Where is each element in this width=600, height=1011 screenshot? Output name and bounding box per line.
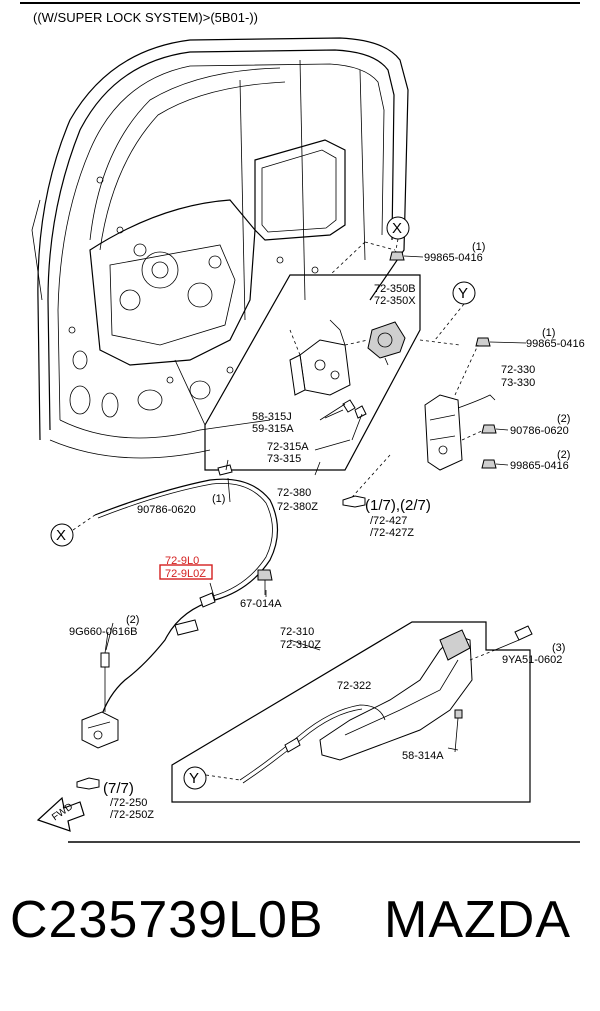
forward-arrow-icon: FWD [36, 796, 85, 832]
part-label-9G660-0616B: (2) 9G660-0616B [69, 614, 139, 638]
svg-text:99865-0416: 99865-0416 [510, 460, 569, 472]
part-label-9YA51-0602: (3) 9YA51-0602 [502, 642, 565, 666]
svg-text:Y: Y [189, 770, 199, 787]
svg-text:/72-250: /72-250 [110, 797, 147, 809]
svg-text:9YA51-0602: 9YA51-0602 [502, 654, 562, 666]
svg-text:90786-0620: 90786-0620 [137, 504, 196, 516]
front-lock-drawing [81, 631, 119, 749]
part-label-90786-0620-right: (2) 90786-0620 [510, 413, 570, 437]
svg-text:(1): (1) [212, 493, 225, 505]
svg-text:/72-427Z: /72-427Z [370, 527, 414, 539]
svg-text:59-315A: 59-315A [252, 423, 294, 435]
part-label-72-315A: 72-315A 73-315 [267, 441, 309, 465]
svg-text:99865-0416: 99865-0416 [424, 252, 483, 264]
latch-assembly-box [174, 274, 421, 471]
svg-text:(1): (1) [472, 241, 485, 253]
svg-text:72-380Z: 72-380Z [277, 501, 318, 513]
svg-text:73-315: 73-315 [267, 453, 301, 465]
part-label-67-014A: 67-014A [240, 598, 282, 610]
svg-text:(7/7): (7/7) [103, 780, 134, 797]
part-label-72-380: 72-380 72-380Z [277, 487, 318, 513]
svg-text:58-314A: 58-314A [402, 750, 444, 762]
svg-text:73-330: 73-330 [501, 377, 535, 389]
svg-text:72-350X: 72-350X [374, 295, 416, 307]
part-number: C235739L0B [10, 891, 324, 949]
part-label-99865-0416-top: (1) 99865-0416 [424, 241, 485, 264]
svg-text:X: X [56, 527, 66, 544]
svg-text:(2): (2) [557, 449, 570, 461]
svg-text:Y: Y [458, 285, 468, 302]
svg-text:72-310: 72-310 [280, 626, 314, 638]
part-label-72-322: 72-322 [337, 680, 371, 692]
door-panel-drawing [31, 37, 409, 459]
callout-x-top: X [329, 216, 410, 276]
part-label-72-310: 72-310 72-310Z [280, 626, 321, 651]
rear-latch-drawing [424, 337, 527, 471]
svg-text:/72-427: /72-427 [370, 515, 407, 527]
svg-text:(1/7),(2/7): (1/7),(2/7) [365, 497, 431, 514]
leader-lines [105, 357, 459, 751]
svg-text:90786-0620: 90786-0620 [510, 425, 569, 437]
svg-text:72-322: 72-322 [337, 680, 371, 692]
part-label-72-250: (7/7) /72-250 /72-250Z [103, 780, 154, 821]
svg-text:99865-0416: 99865-0416 [526, 338, 585, 350]
callout-x-bottom: X [50, 514, 96, 547]
svg-text:(3): (3) [552, 642, 565, 654]
part-label-99865-0416-mid: (1) 99865-0416 [526, 327, 585, 350]
svg-text:58-315J: 58-315J [252, 411, 292, 423]
svg-text:72-9L0: 72-9L0 [165, 555, 199, 567]
svg-text:72-310Z: 72-310Z [280, 639, 321, 651]
part-label-72-350B: 72-350B 72-350X [374, 283, 416, 307]
svg-text:72-380: 72-380 [277, 487, 311, 499]
callout-y-bottom: Y [183, 766, 241, 790]
callout-y-top: Y [434, 281, 476, 341]
svg-text:(2): (2) [557, 413, 570, 425]
svg-text:72-330: 72-330 [501, 364, 535, 376]
part-label-58-315J: 58-315J 59-315A [252, 411, 294, 435]
part-label-58-314A: 58-314A [402, 750, 444, 762]
svg-text:72-350B: 72-350B [374, 283, 416, 295]
part-label-72-330: 72-330 73-330 [501, 364, 535, 389]
hand-pointer-icon [342, 495, 366, 508]
footer: C235739L0B MAZDA [0, 890, 600, 980]
part-label-99865-0416-low: (2) 99865-0416 [510, 449, 570, 472]
svg-text:/72-250Z: /72-250Z [110, 809, 154, 821]
svg-text:72-315A: 72-315A [267, 441, 309, 453]
highlight-box [159, 564, 213, 580]
part-label-72-427: (1/7),(2/7) /72-427 /72-427Z [365, 497, 431, 539]
svg-text:72-9L0Z: 72-9L0Z [165, 568, 206, 580]
hand-pointer-icon [76, 777, 100, 790]
outside-handle-box [171, 621, 533, 803]
screw-icon [389, 251, 405, 261]
svg-text:(1): (1) [542, 327, 555, 339]
svg-text:9G660-0616B: 9G660-0616B [69, 626, 138, 638]
part-label-90786-0620-left: (1) 90786-0620 [137, 493, 225, 516]
svg-text:(2): (2) [126, 614, 139, 626]
svg-text:67-014A: 67-014A [240, 598, 282, 610]
part-label-72-9L0-highlight: 72-9L0 72-9L0Z [159, 555, 213, 580]
svg-text:X: X [392, 220, 402, 237]
diagram-header: ((W/SUPER LOCK SYSTEM)>(5B01-)) [33, 10, 258, 25]
door-cable-drawing [94, 459, 279, 721]
brand-name: MAZDA [384, 891, 571, 949]
